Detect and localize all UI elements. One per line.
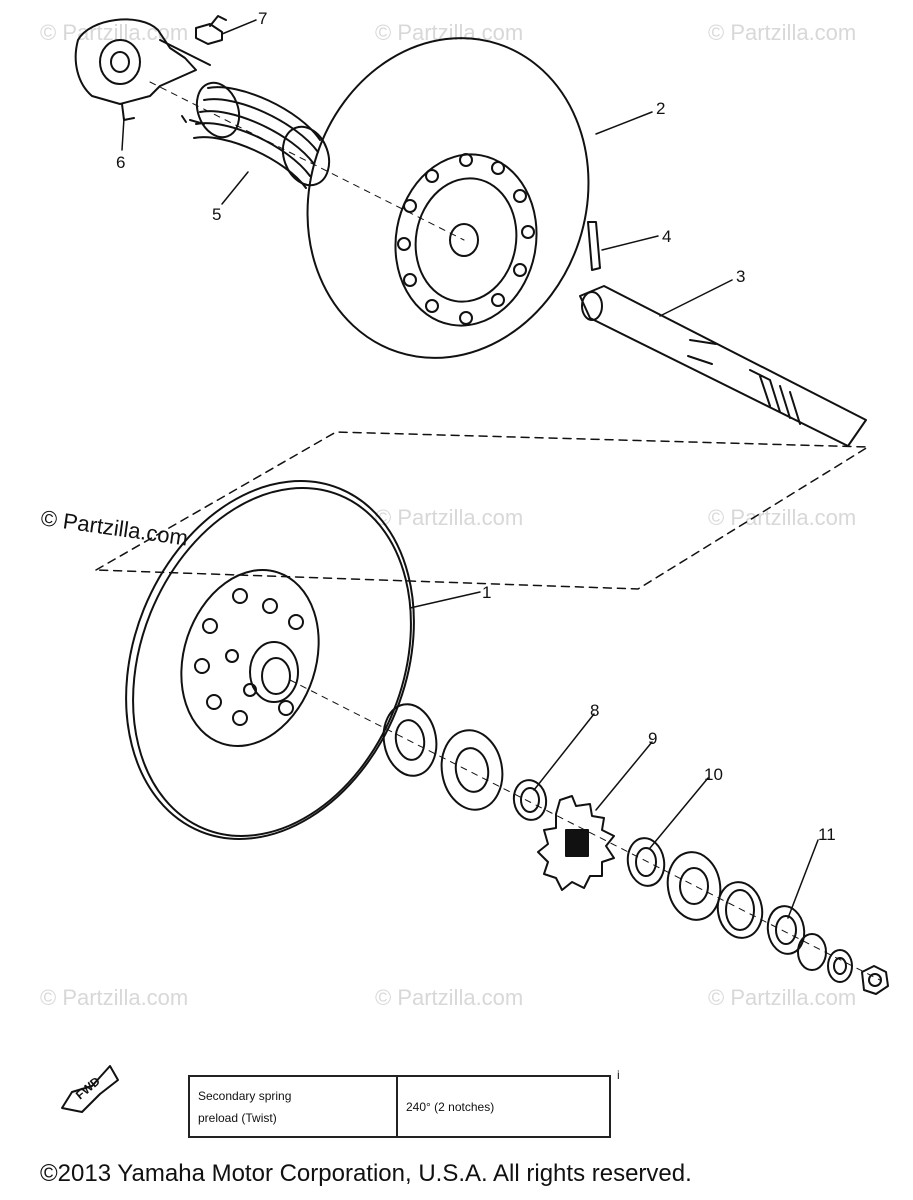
callout-3: 3 — [736, 267, 745, 286]
callout-4: 4 — [662, 227, 671, 246]
part-sprocket — [537, 795, 615, 891]
watermark: © Partzilla.com — [375, 985, 523, 1010]
part-washer — [766, 905, 806, 955]
spec-label-line1: Secondary spring — [198, 1088, 292, 1103]
part-nut — [861, 965, 889, 995]
part-bearing — [382, 703, 438, 777]
callout-8: 8 — [590, 701, 599, 720]
part-ring — [716, 881, 764, 939]
part-sheave-front — [125, 480, 415, 840]
watermark: © Partzilla.com — [708, 985, 856, 1010]
tick-mark: i — [617, 1068, 620, 1082]
part-pin — [195, 15, 257, 45]
spec-value: 240° (2 notches) — [406, 1099, 495, 1114]
centerline — [289, 679, 881, 981]
part-bearing — [440, 729, 504, 811]
callout-9: 9 — [648, 729, 657, 748]
spec-label-line2: preload (Twist) — [198, 1110, 277, 1125]
spec-label-cell: Secondary spring preload (Twist) — [188, 1075, 398, 1138]
part-key — [587, 221, 601, 271]
part-coil-spring — [181, 81, 331, 189]
part-ring — [827, 949, 853, 983]
fwd-arrow-icon — [61, 1065, 119, 1113]
callout-2: 2 — [656, 99, 665, 118]
callout-7: 7 — [258, 9, 267, 28]
callout-1: 1 — [482, 583, 491, 602]
part-ring — [797, 933, 827, 971]
part-shaft — [579, 285, 867, 447]
assembly-outline — [95, 431, 869, 590]
callout-5: 5 — [212, 205, 221, 224]
watermark: © Partzilla.com — [708, 20, 856, 45]
watermark: © Partzilla.com — [708, 505, 856, 530]
callout-6: 6 — [116, 153, 125, 172]
part-sheave-rear — [306, 37, 590, 359]
spec-table: Secondary spring preload (Twist) 240° (2… — [188, 1075, 611, 1138]
part-bearing — [666, 851, 722, 921]
watermark: © Partzilla.com — [375, 20, 523, 45]
watermark: © Partzilla.com — [40, 985, 188, 1010]
part-washer — [626, 837, 666, 887]
part-cam-seat — [74, 18, 211, 121]
callout-11: 11 — [818, 825, 836, 844]
copyright-notice: ©2013 Yamaha Motor Corporation, U.S.A. A… — [40, 1160, 692, 1187]
part-collar — [512, 779, 548, 821]
watermark: © Partzilla.com — [375, 505, 523, 530]
callout-10: 10 — [704, 765, 723, 784]
watermark-dark: © Partzilla.com — [39, 505, 189, 550]
centerline — [149, 81, 465, 241]
spec-value-cell: 240° (2 notches) — [396, 1075, 611, 1138]
